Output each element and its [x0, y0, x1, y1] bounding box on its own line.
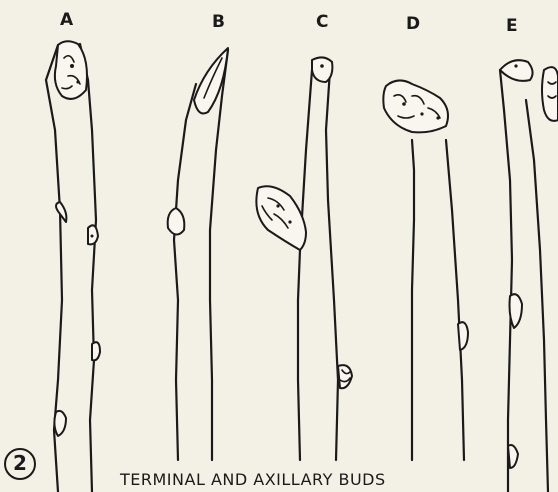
axillary-bud-a3 — [92, 342, 100, 360]
twig-a — [46, 41, 100, 492]
axillary-bud-d1 — [458, 322, 468, 350]
twig-d — [383, 80, 468, 460]
label-d: D — [406, 16, 420, 33]
terminal-bud-d — [383, 80, 448, 132]
axillary-bud-a4 — [54, 411, 66, 436]
twig-e — [500, 60, 558, 492]
axillary-bud-c2 — [338, 365, 352, 388]
figure-caption: TERMINAL AND AXILLARY BUDS — [120, 470, 386, 489]
axillary-bud-a2 — [88, 225, 98, 244]
figure-number: 2 — [4, 448, 36, 480]
label-c: C — [316, 14, 328, 31]
terminal-bud-c — [312, 57, 332, 82]
terminal-bud-e — [500, 60, 533, 81]
axillary-bud-e2 — [510, 294, 523, 328]
axillary-bud-e3 — [508, 445, 518, 468]
terminal-bud-a — [55, 41, 87, 99]
label-a: A — [60, 12, 73, 29]
label-e: E — [506, 18, 518, 35]
twig-c — [256, 57, 352, 460]
axillary-bud-e1 — [542, 67, 558, 121]
label-b: B — [212, 14, 225, 31]
twig-b — [168, 48, 228, 460]
axillary-bud-b1 — [168, 208, 185, 235]
